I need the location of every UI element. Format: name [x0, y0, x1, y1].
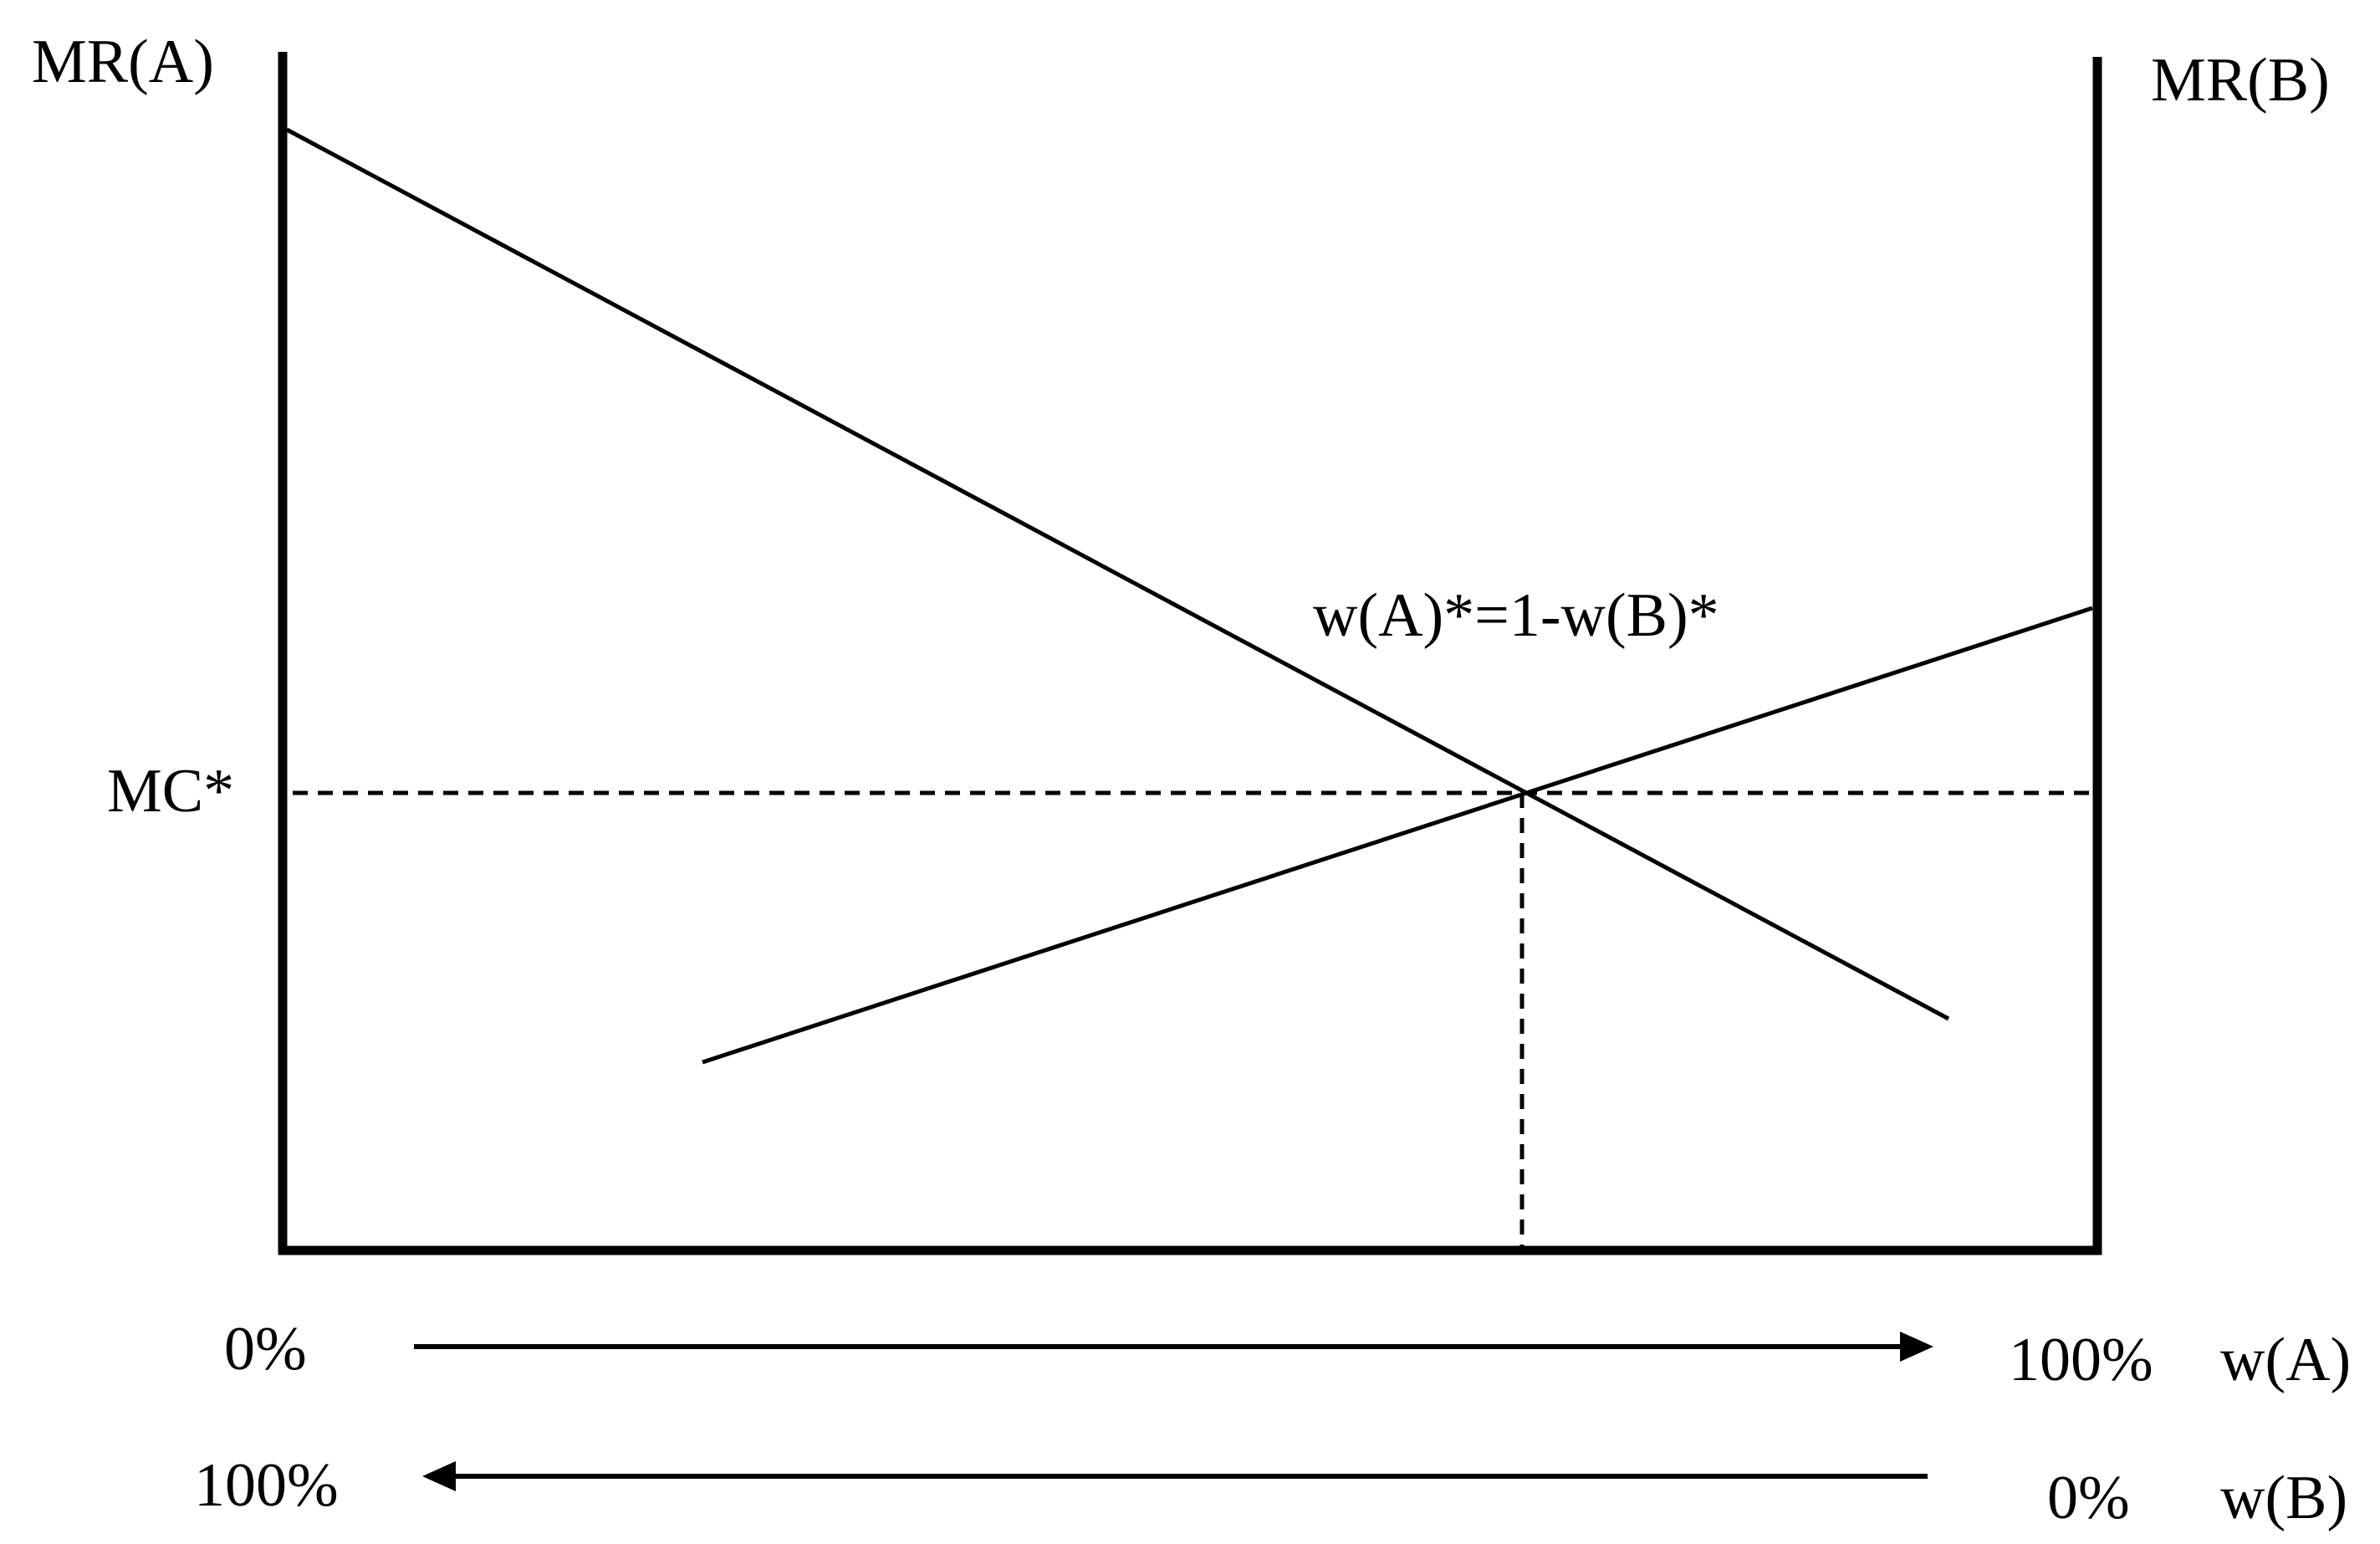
wa-arrowhead-icon [1900, 1332, 1933, 1362]
mr-b-curve [702, 606, 2093, 1065]
wb-arrowhead-icon [422, 1461, 456, 1491]
mc-label: MC* [107, 757, 234, 826]
equilibrium-label: w(A)*=1-w(B)* [1313, 581, 1719, 650]
wb-end-label: 0% [2047, 1464, 2130, 1532]
wa-start-label: 0% [224, 1315, 307, 1383]
wb-name-label: w(B) [2220, 1464, 2347, 1532]
right-axis-label: MR(B) [2151, 46, 2330, 115]
wa-name-label: w(A) [2220, 1326, 2351, 1394]
wb-start-label: 100% [194, 1451, 339, 1520]
wa-end-label: 100% [2009, 1326, 2153, 1394]
left-axis-label: MR(A) [32, 28, 214, 96]
mr-a-curve [285, 127, 1950, 1021]
